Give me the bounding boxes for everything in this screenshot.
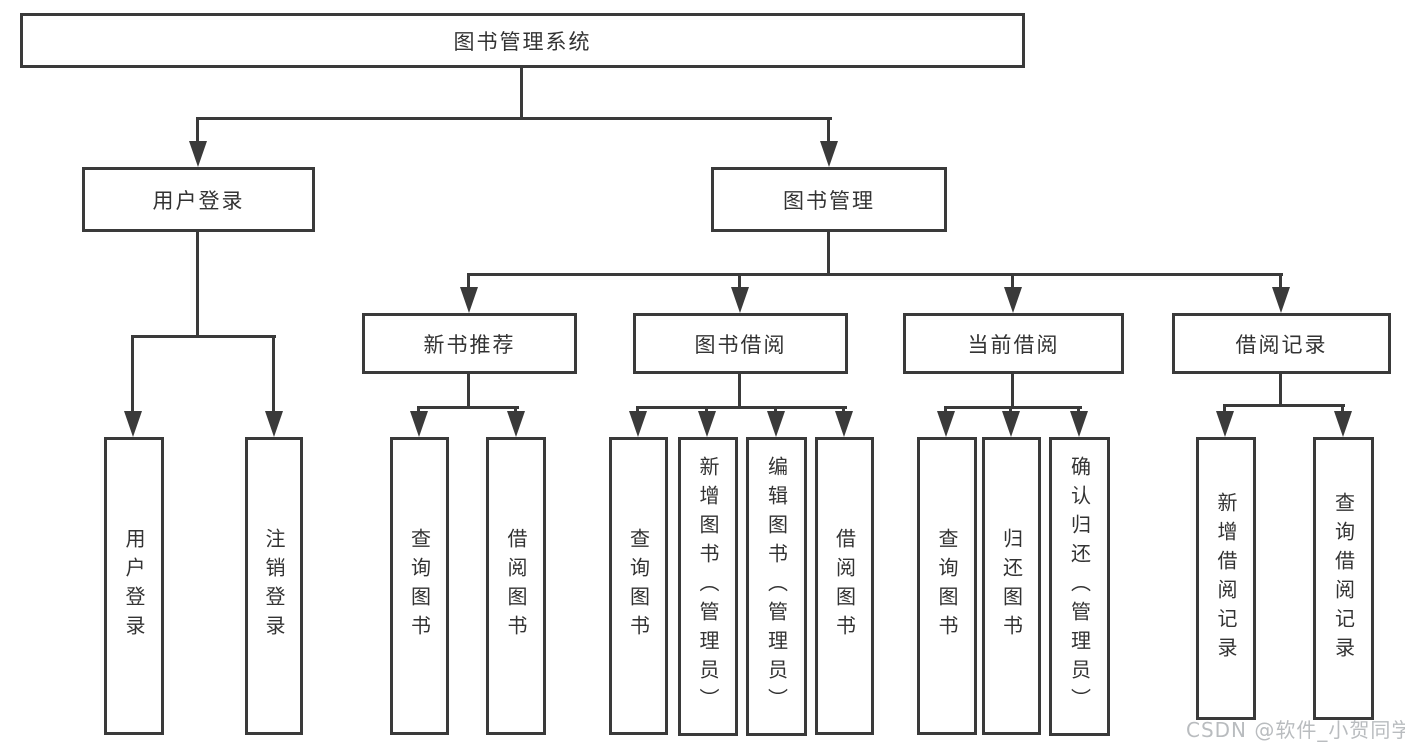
leaf-query-books: 查询图书 [917,437,977,735]
leaf-label: 归还图书 [999,528,1024,644]
arrow-down-icon [507,411,525,437]
leaf-return-books: 归还图书 [982,437,1041,735]
watermark: CSDN @软件_小贺同学 [1186,718,1405,742]
leaf-label: 查询借阅记录 [1331,491,1356,666]
connector-line [738,273,741,293]
leaf-query-books: 查询图书 [390,437,449,735]
node-label: 当前借阅 [967,332,1060,357]
connector-line [272,335,275,415]
leaf-label: 确认归还（管理员） [1067,456,1092,717]
arrow-down-icon [731,287,749,313]
arrow-down-icon [820,141,838,167]
node-label: 图书管理系统 [453,29,592,54]
leaf-borrow-books: 借阅图书 [486,437,546,735]
arrow-down-icon [189,141,207,167]
connector-line [196,232,199,338]
node-new-book-recommend: 新书推荐 [362,313,577,374]
arrow-down-icon [629,411,647,437]
leaf-confirm-return-admin: 确认归还（管理员） [1049,437,1110,736]
connector-line [196,117,199,147]
node-label: 新书推荐 [423,332,516,357]
leaf-logout: 注销登录 [245,437,303,735]
leaf-query-books: 查询图书 [609,437,668,735]
leaf-label: 新增图书（管理员） [696,456,720,717]
connector-line [467,273,470,293]
connector-line [197,117,832,120]
connector-line [1011,273,1014,293]
node-book-borrow: 图书借阅 [633,313,848,374]
node-user-login: 用户登录 [82,167,315,232]
connector-line [738,374,741,409]
arrow-down-icon [1002,411,1020,437]
node-library-system: 图书管理系统 [20,13,1025,68]
node-book-management: 图书管理 [711,167,947,232]
leaf-add-borrow-record: 新增借阅记录 [1196,437,1256,720]
arrow-down-icon [835,411,853,437]
connector-line [1223,404,1226,416]
arrow-down-icon [767,411,785,437]
arrow-down-icon [937,411,955,437]
connector-line [1223,404,1345,407]
node-current-borrow: 当前借阅 [903,313,1124,374]
connector-line [418,406,519,409]
arrow-down-icon [1004,287,1022,313]
leaf-label: 查询图书 [935,528,959,644]
node-label: 用户登录 [152,188,245,213]
connector-line [827,232,830,276]
arrow-down-icon [460,287,478,313]
leaf-label: 查询图书 [626,528,651,644]
arrow-down-icon [1070,411,1088,437]
leaf-add-books-admin: 新增图书（管理员） [678,437,738,736]
node-borrow-records: 借阅记录 [1172,313,1391,374]
leaf-query-borrow-record: 查询借阅记录 [1313,437,1374,720]
connector-line [827,117,830,147]
arrow-down-icon [1272,287,1290,313]
connector-line [467,374,470,409]
leaf-borrow-books: 借阅图书 [815,437,874,735]
node-label: 图书借阅 [694,332,787,357]
arrow-down-icon [1216,411,1234,437]
leaf-label: 用户登录 [122,528,146,644]
leaf-label: 查询图书 [407,528,432,644]
arrow-down-icon [265,411,283,437]
connector-line [1279,374,1282,407]
connector-line [520,68,523,120]
node-label: 图书管理 [783,188,875,213]
leaf-user-login: 用户登录 [104,437,164,735]
connector-line [637,406,847,409]
leaf-edit-books-admin: 编辑图书（管理员） [746,437,807,736]
connector-line [1011,374,1014,409]
connector-line [132,335,276,338]
arrow-down-icon [1334,411,1352,437]
leaf-label: 借阅图书 [504,528,528,644]
arrow-down-icon [410,411,428,437]
arrow-down-icon [698,411,716,437]
node-label: 借阅记录 [1235,332,1328,357]
connector-line [131,335,134,415]
leaf-label: 注销登录 [262,528,286,644]
connector-line [944,406,1082,409]
leaf-label: 借阅图书 [832,528,857,644]
leaf-label: 编辑图书（管理员） [764,456,789,717]
connector-line [468,273,1283,276]
connector-line [1279,273,1282,293]
arrow-down-icon [124,411,142,437]
leaf-label: 新增借阅记录 [1214,491,1238,666]
connector-line [1341,404,1344,416]
